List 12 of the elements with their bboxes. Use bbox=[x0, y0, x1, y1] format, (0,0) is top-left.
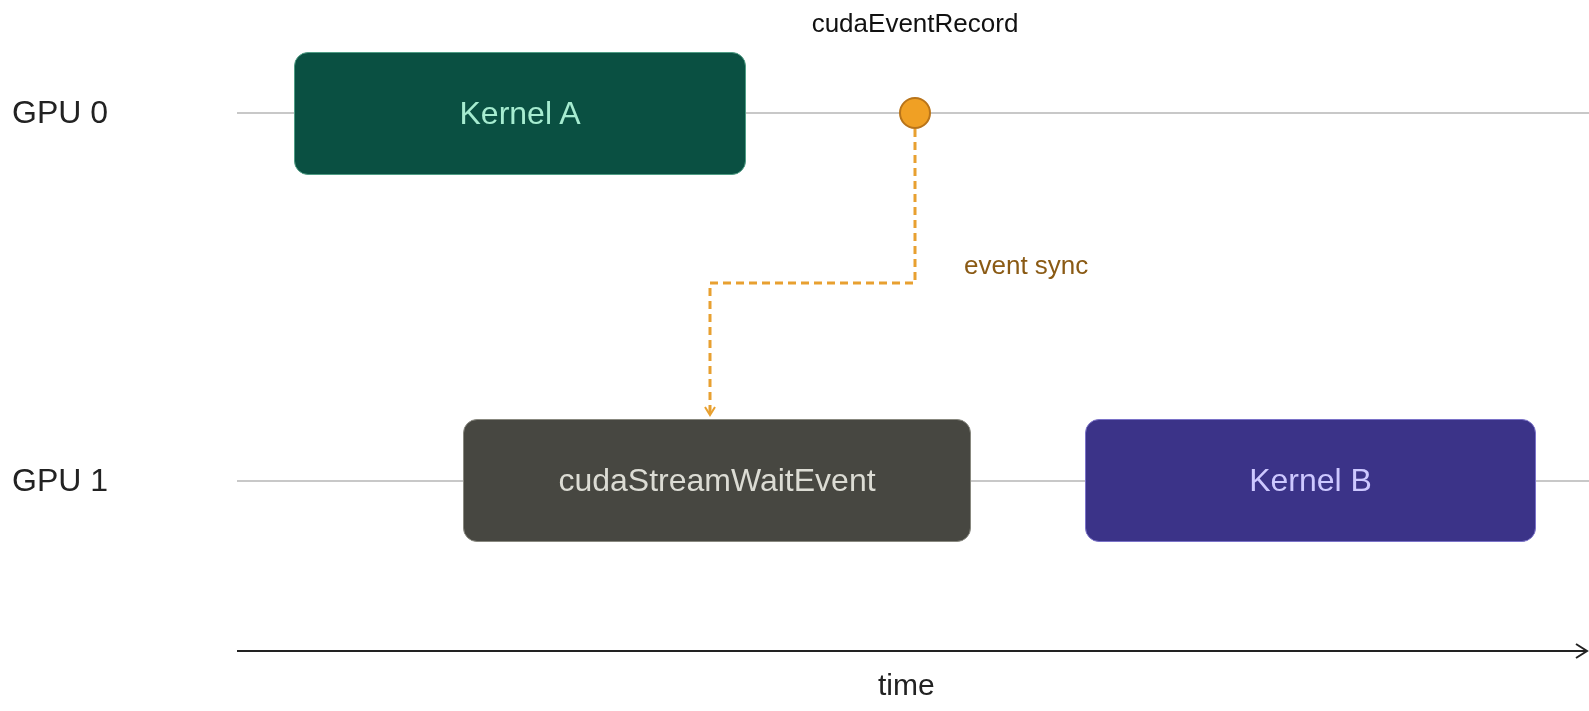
lane-label: GPU 0 bbox=[12, 94, 109, 131]
box-label: Kernel B bbox=[1249, 462, 1372, 499]
kernel-box bbox=[294, 52, 746, 175]
dashed-arrow bbox=[704, 129, 917, 416]
box-label: cudaStreamWaitEvent bbox=[558, 462, 876, 499]
lane-label: GPU 1 bbox=[12, 462, 109, 499]
kernel-box bbox=[1085, 419, 1536, 542]
axis-label: time bbox=[878, 668, 935, 702]
box-label: Kernel A bbox=[459, 95, 581, 132]
api-call-box bbox=[463, 419, 971, 542]
event-marker bbox=[899, 97, 931, 129]
event-label: cudaEventRecord bbox=[810, 8, 1020, 39]
